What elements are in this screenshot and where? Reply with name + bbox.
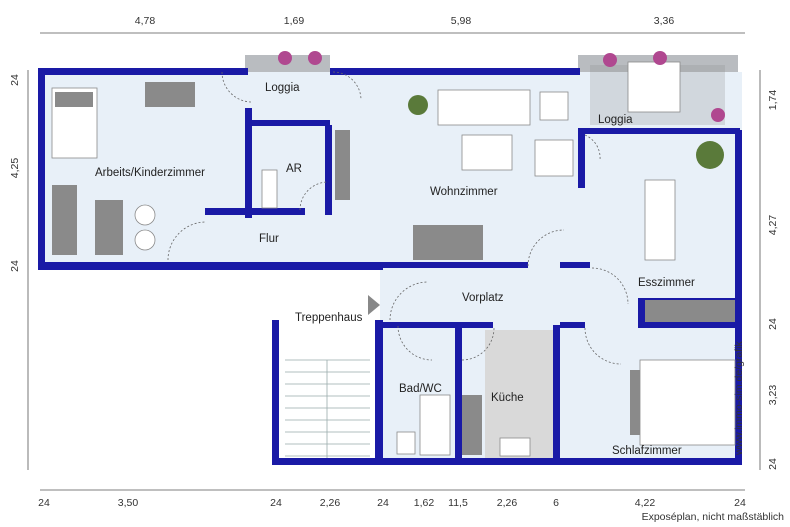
dim-top-3: 5,98 <box>451 15 472 27</box>
dim-bottom-6: 1,62 <box>414 497 435 509</box>
label-esszimmer: Esszimmer <box>638 277 695 289</box>
dim-left-2: 4,25 <box>9 158 21 179</box>
dim-bottom-4: 2,26 <box>320 497 341 509</box>
dims-right: 1,74 4,27 24 3,23 24 <box>767 90 779 470</box>
watermark: www.immo-sim.de/grafik <box>733 340 745 456</box>
stairwell <box>280 325 375 465</box>
dim-bottom-7: 11,5 <box>448 497 468 509</box>
dim-bottom-2: 3,50 <box>118 497 139 509</box>
dim-top-1: 4,78 <box>135 15 156 27</box>
dimension-lines <box>27 32 761 491</box>
dims-left: 24 4,25 24 <box>9 74 21 272</box>
label-flur: Flur <box>259 233 279 245</box>
label-vorplatz: Vorplatz <box>462 292 504 304</box>
room-labels: Arbeits/Kinderzimmer Loggia AR Wohnzimme… <box>95 82 695 457</box>
dim-bottom-3: 24 <box>270 497 282 509</box>
dim-left-3: 24 <box>9 260 21 272</box>
label-loggia-right: Loggia <box>598 114 633 126</box>
dim-right-5: 24 <box>767 458 779 470</box>
plants <box>278 51 725 169</box>
dim-right-2: 4,27 <box>767 215 779 236</box>
dim-left-1: 24 <box>9 74 21 86</box>
label-bad: Bad/WC <box>399 383 442 395</box>
label-wohnzimmer: Wohnzimmer <box>430 186 498 198</box>
label-schlafzimmer: Schlafzimmer <box>612 445 682 457</box>
dims-bottom: 24 3,50 24 2,26 24 1,62 11,5 2,26 6 4,22… <box>38 497 746 509</box>
dim-right-3: 24 <box>767 318 779 330</box>
dim-bottom-9: 6 <box>553 497 559 509</box>
dim-bottom-5: 24 <box>377 497 389 509</box>
entrance-arrow-icon <box>368 295 380 315</box>
dim-top-4: 3,36 <box>654 15 675 27</box>
label-loggia-left: Loggia <box>265 82 300 94</box>
dim-bottom-11: 24 <box>734 497 746 509</box>
door-arcs <box>167 71 629 365</box>
label-treppenhaus: Treppenhaus <box>295 312 363 324</box>
label-ar: AR <box>286 163 302 175</box>
dim-bottom-10: 4,22 <box>635 497 656 509</box>
dim-bottom-8: 2,26 <box>497 497 518 509</box>
label-arbeits: Arbeits/Kinderzimmer <box>95 167 205 179</box>
dim-bottom-1: 24 <box>38 497 50 509</box>
dim-right-1: 1,74 <box>767 90 779 111</box>
dim-top-2: 1,69 <box>284 15 305 27</box>
dims-top: 4,78 1,69 5,98 3,36 <box>135 15 675 27</box>
furniture <box>51 61 736 457</box>
dim-right-4: 3,23 <box>767 385 779 406</box>
label-kueche: Küche <box>491 392 524 404</box>
footnote: Exposéplan, nicht maßstäblich <box>642 511 785 523</box>
